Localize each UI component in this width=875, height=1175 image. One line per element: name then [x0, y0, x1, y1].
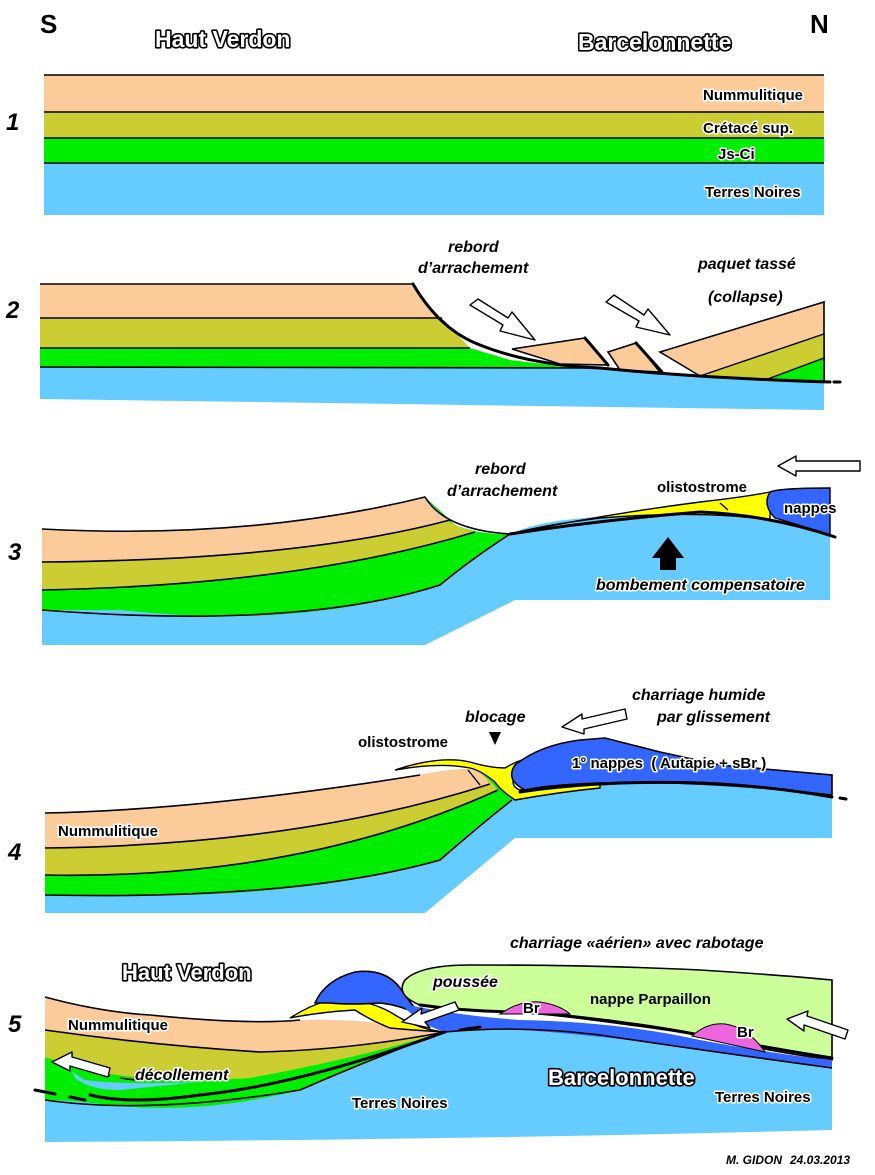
label-cretace-sup: Crétacé sup.	[703, 120, 793, 137]
label-nummulitique: Nummulitique	[58, 823, 158, 840]
nappes-klippe	[313, 970, 421, 1016]
slumped-block	[606, 342, 662, 373]
stage-number: 4	[7, 839, 21, 866]
author-credit: M. GIDON	[726, 1153, 782, 1167]
label-haut-verdon: Haut Verdon	[122, 960, 252, 985]
south-label: S	[40, 9, 57, 39]
push-arrow-icon	[401, 1001, 460, 1029]
label-collapse: (collapse)	[708, 289, 783, 306]
push-arrow-icon	[777, 455, 861, 477]
nappes-band	[400, 1003, 832, 1068]
label-charriage-humide: charriage humide	[632, 687, 765, 704]
label-blocage: blocage	[465, 709, 526, 726]
stage-4: 4 blocage olistostrome charriage humide …	[7, 687, 848, 913]
thrust-arrow-icon	[786, 1010, 849, 1040]
north-label: N	[810, 9, 829, 39]
decollement-arrow-icon	[51, 1051, 111, 1078]
layer-cretace-sup	[44, 112, 824, 138]
place-barcelonnette: Barcelonnette	[578, 29, 731, 55]
br-lens	[690, 1023, 767, 1053]
stage-2: 2 rebord d’arrachement paquet tassé (col…	[5, 239, 842, 410]
layer-terres-noires	[44, 163, 824, 215]
label-decollement: décollement	[135, 1067, 229, 1084]
label-paquet-tasse: paquet tassé	[697, 256, 796, 273]
stage-1: 1 Nummulitique Crétacé sup. Js-Ci Terres…	[6, 74, 824, 215]
label-js-ci: Js-Ci	[718, 146, 755, 163]
stage-5: 5 charriage «aérien»	[8, 935, 849, 1142]
layer-terres-noires	[40, 367, 824, 410]
label-arrachement: d’arrachement	[447, 483, 558, 500]
label-nappes: nappes	[784, 500, 837, 517]
label-nappe-parpaillon: nappe Parpaillon	[590, 991, 711, 1008]
stage-3: 3 rebord d’arrachement olistostrome napp…	[8, 455, 861, 645]
label-nummulitique: Nummulitique	[703, 87, 803, 104]
label-br: Br	[737, 1024, 754, 1041]
thrust-arrow-icon	[561, 708, 628, 735]
label-rebord: rebord	[475, 461, 527, 478]
label-br: Br	[523, 1000, 540, 1017]
layer-nummulitique	[44, 75, 824, 112]
label-terres-noires: Terres Noires	[715, 1089, 811, 1106]
slumped-block	[511, 337, 610, 366]
label-nappes: 1° nappes ( Autapie + sBr )	[572, 755, 766, 772]
layer-js-ci	[40, 348, 600, 368]
label-olistostrome: olistostrome	[657, 479, 747, 496]
arrow-slide-icon	[605, 294, 671, 336]
stage-number: 1	[6, 109, 19, 136]
label-bombement: bombement compensatoire	[596, 577, 805, 594]
layer-terres-noires	[45, 1029, 832, 1142]
label-par-glissement: par glissement	[656, 709, 771, 726]
stage-number: 2	[5, 297, 20, 324]
label-arrachement: d’arrachement	[418, 260, 529, 277]
label-terres-noires: Terres Noires	[352, 1095, 448, 1112]
label-nummulitique: Nummulitique	[68, 1017, 168, 1034]
place-haut-verdon: Haut Verdon	[155, 26, 290, 52]
layer-nummulitique	[45, 769, 490, 848]
date-credit: 24.03.2013	[789, 1153, 850, 1167]
label-poussee: poussée	[432, 974, 498, 991]
layer-js-ci	[44, 138, 824, 163]
label-charriage-aerien: charriage «aérien» avec rabotage	[510, 935, 764, 952]
stage-number: 3	[8, 539, 22, 566]
blocage-marker-icon	[489, 732, 501, 745]
br-lens	[498, 1001, 572, 1015]
layer-nummulitique	[45, 997, 440, 1052]
label-terres-noires: Terres Noires	[705, 184, 801, 201]
layer-js-ci	[45, 1032, 445, 1108]
label-rebord: rebord	[448, 239, 500, 256]
label-barcelonnette: Barcelonnette	[548, 1065, 695, 1090]
arrow-slide-icon	[469, 298, 536, 341]
label-olistostrome: olistostrome	[358, 734, 448, 751]
stage-number: 5	[8, 1011, 22, 1038]
uplift-arrow-icon	[652, 537, 684, 570]
